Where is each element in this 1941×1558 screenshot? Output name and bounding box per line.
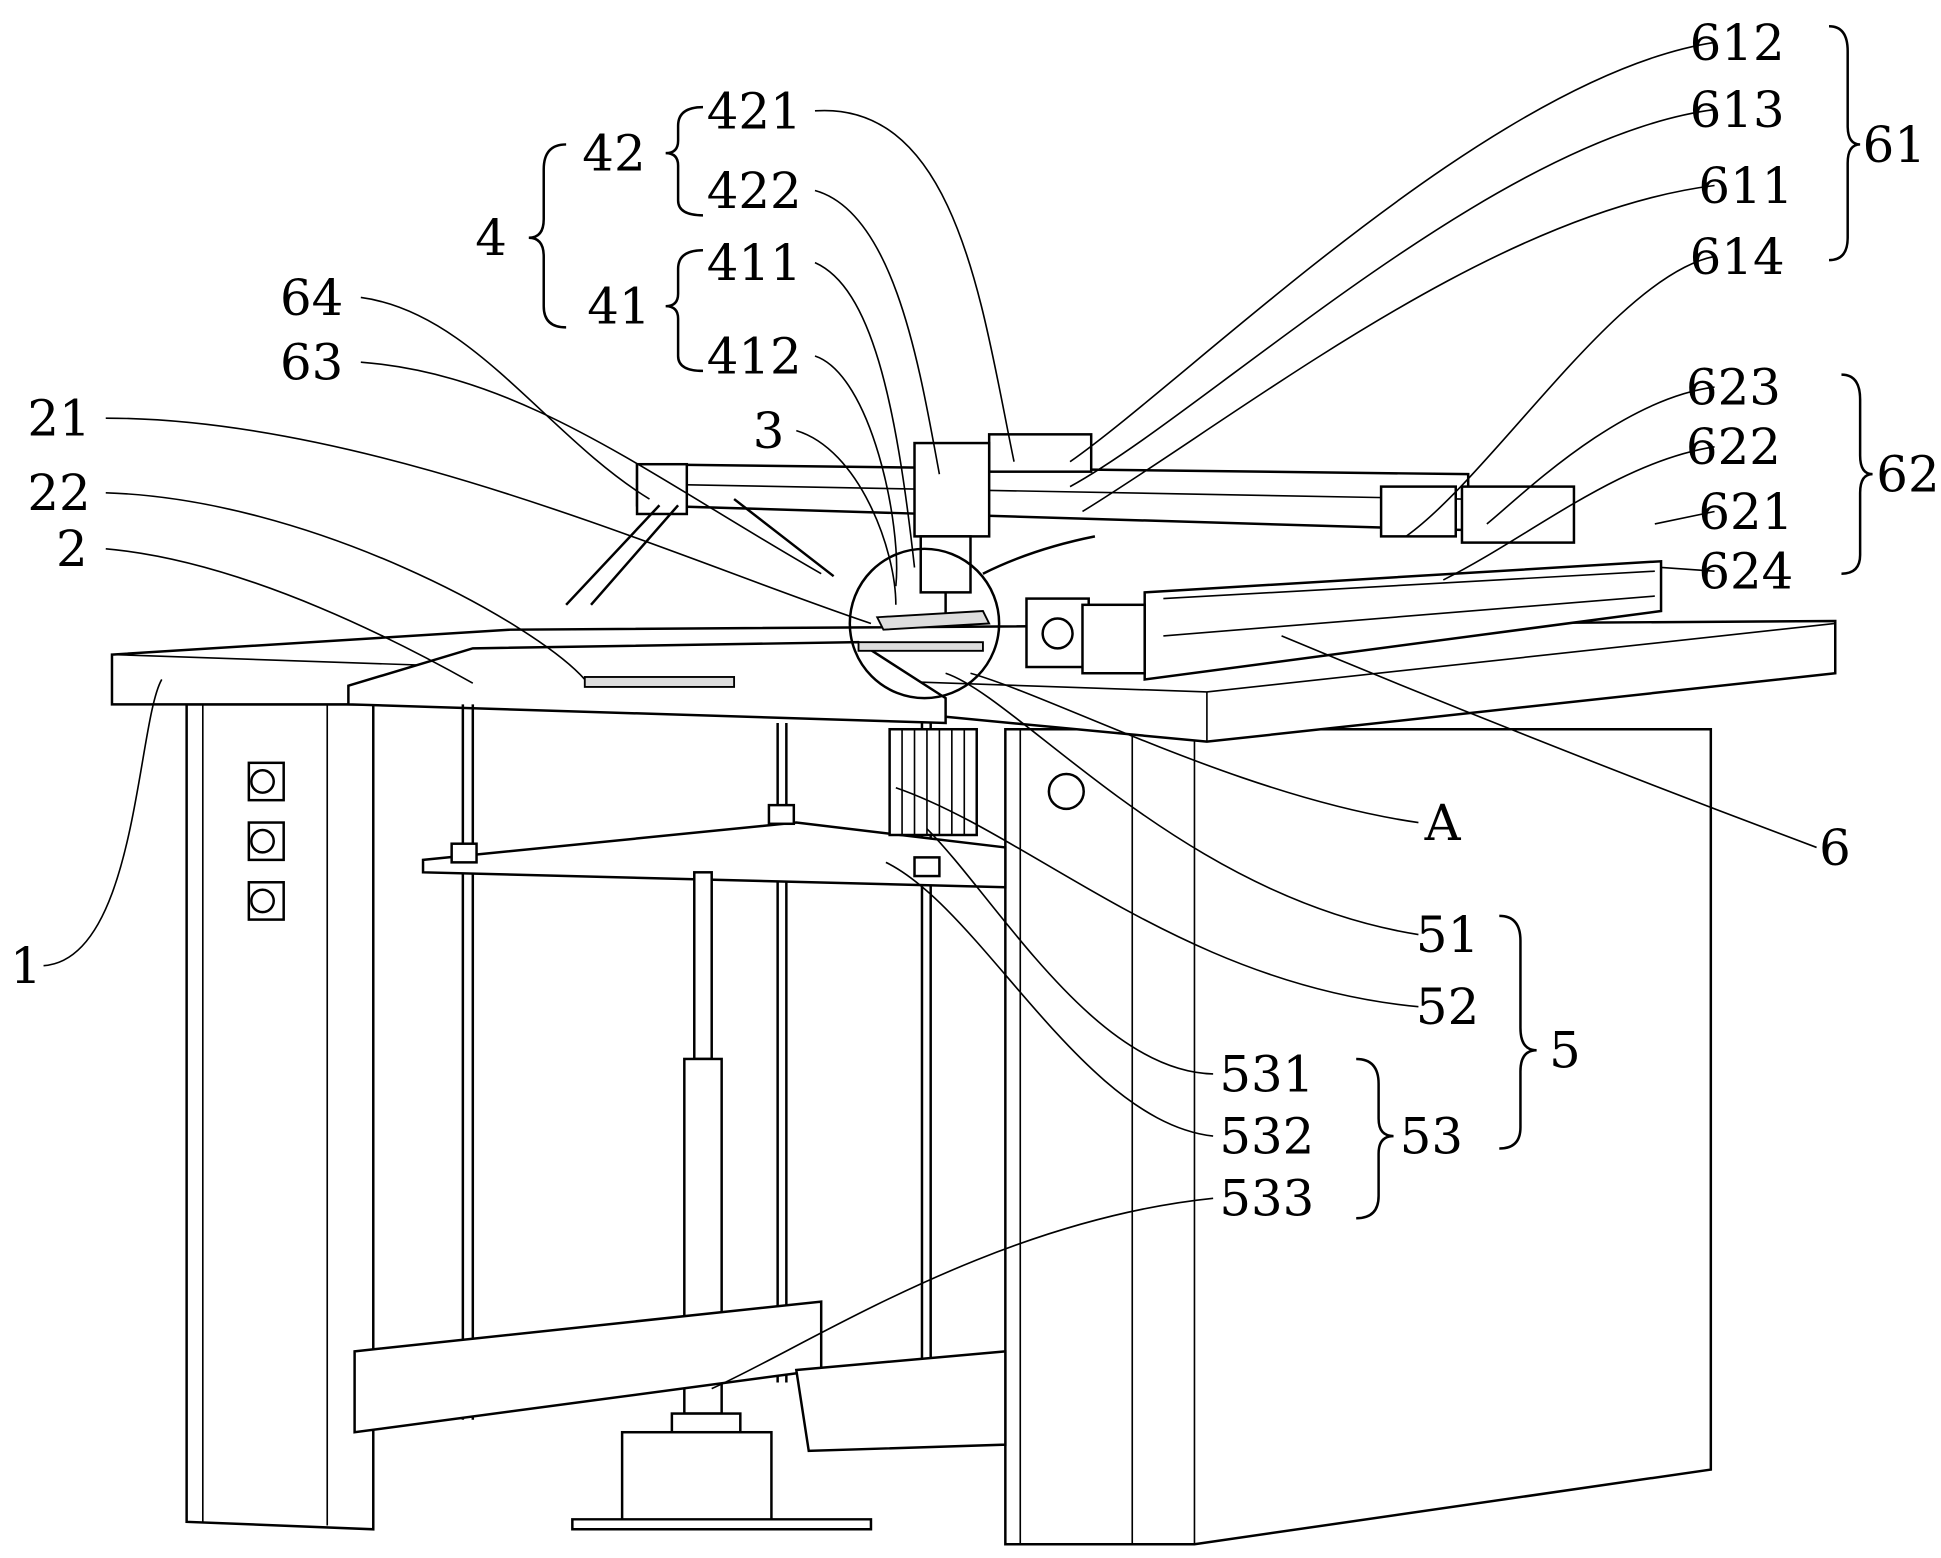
- label-63: 63: [280, 334, 343, 392]
- label-52: 52: [1416, 978, 1479, 1036]
- label-532: 532: [1219, 1108, 1314, 1166]
- control-buttons: [249, 763, 284, 920]
- label-3: 3: [753, 402, 785, 460]
- label-623: 623: [1686, 358, 1781, 416]
- base-frame: [355, 1302, 822, 1433]
- label-A: A: [1424, 794, 1462, 852]
- head-422: [915, 443, 990, 536]
- machine-drawing: [112, 434, 1835, 1544]
- label-611: 611: [1698, 157, 1793, 215]
- label-62: 62: [1876, 446, 1939, 504]
- label-421: 421: [707, 82, 802, 140]
- label-422: 422: [707, 162, 802, 220]
- right-cabinet: [1005, 729, 1710, 1544]
- label-53: 53: [1400, 1108, 1463, 1166]
- label-21: 21: [27, 390, 90, 448]
- label-64: 64: [280, 269, 343, 327]
- label-42: 42: [582, 125, 645, 183]
- label-613: 613: [1690, 81, 1785, 139]
- label-621: 621: [1698, 483, 1793, 541]
- label-411: 411: [707, 234, 802, 292]
- label-61: 61: [1863, 116, 1926, 174]
- label-1: 1: [10, 937, 42, 995]
- label-51: 51: [1416, 906, 1479, 964]
- label-41: 41: [587, 278, 650, 336]
- motor-421: [989, 434, 1091, 471]
- label-531: 531: [1219, 1045, 1314, 1103]
- cylinder-rod: [694, 872, 711, 1059]
- label-6: 6: [1819, 819, 1851, 877]
- label-533: 533: [1219, 1170, 1314, 1228]
- y-motor: [1026, 599, 1088, 667]
- label-612: 612: [1690, 14, 1785, 72]
- label-412: 412: [707, 327, 802, 385]
- pins: [890, 729, 977, 835]
- label-2: 2: [56, 520, 88, 578]
- label-614: 614: [1690, 228, 1785, 286]
- label-4: 4: [475, 209, 507, 267]
- label-5: 5: [1549, 1022, 1581, 1080]
- label-624: 624: [1698, 543, 1793, 601]
- label-622: 622: [1686, 418, 1781, 476]
- label-22: 22: [27, 464, 90, 522]
